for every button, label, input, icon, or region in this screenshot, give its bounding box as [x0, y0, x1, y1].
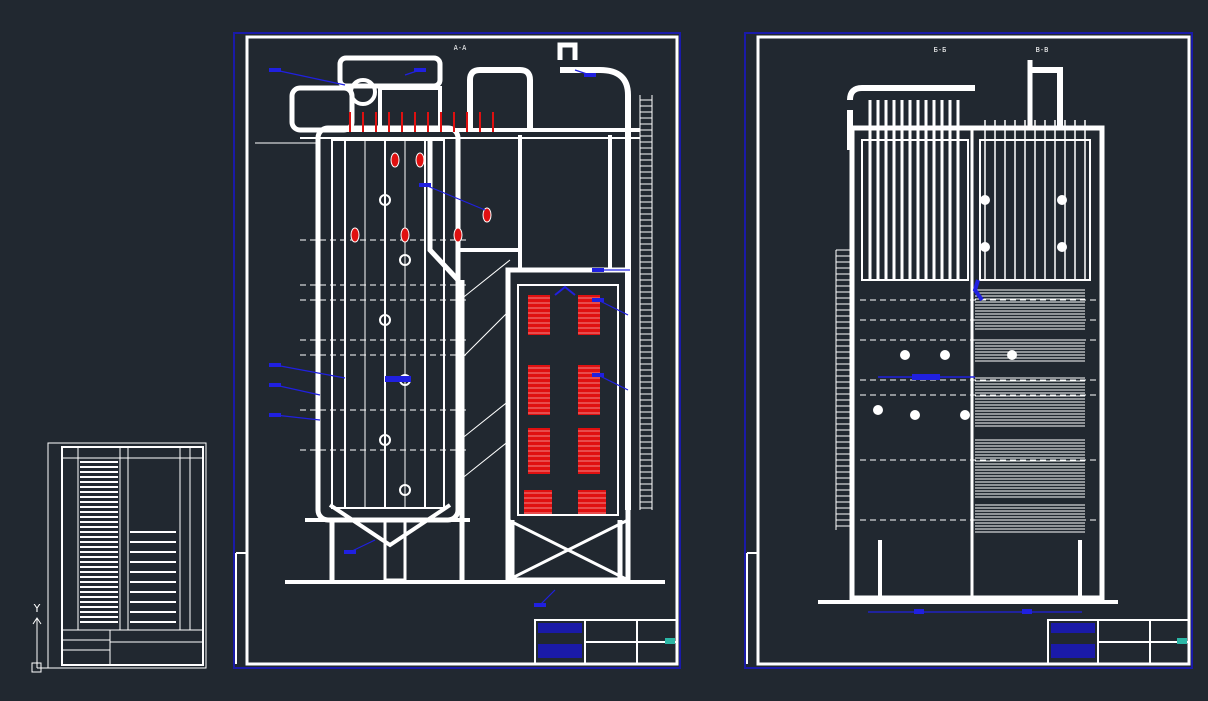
manhole	[980, 195, 990, 205]
title-block-a	[534, 619, 678, 665]
heating-bank	[524, 490, 552, 514]
leader-tag	[914, 609, 924, 614]
red-valve	[390, 152, 400, 168]
ucs-y-label: Y	[33, 602, 41, 615]
leader-tag	[534, 603, 546, 607]
title-block-b	[1047, 619, 1190, 665]
leader-tag	[414, 68, 426, 72]
sheet-section-a-a[interactable]: A-A	[233, 32, 681, 669]
specification-sheet[interactable]	[47, 442, 207, 669]
manhole	[399, 484, 411, 496]
title-block-a-fills	[538, 623, 675, 658]
manhole	[379, 194, 391, 206]
section-label-v-v: В-В	[1036, 46, 1049, 54]
manhole	[960, 410, 970, 420]
sheet-section-b-b[interactable]: Б-Б В-В	[744, 32, 1193, 669]
manhole	[873, 405, 883, 415]
leader-line	[274, 414, 321, 421]
leader-line	[597, 374, 629, 391]
leader-tag	[584, 73, 596, 77]
callout-leaders-b	[868, 279, 1082, 614]
sheet-frame-outer	[233, 32, 681, 669]
leader-tag	[269, 413, 281, 417]
leader-tag	[385, 376, 411, 382]
leader-tag	[912, 374, 940, 380]
boiler-body-b	[818, 60, 1118, 604]
leader-tag	[269, 68, 281, 72]
spec-table-text-lines	[80, 461, 176, 623]
red-valve	[350, 227, 360, 243]
vertical-tubes	[860, 100, 1100, 521]
header-tubes-red	[349, 112, 494, 243]
heating-bank	[578, 295, 600, 335]
heating-surface-banks	[524, 295, 606, 514]
ladder-rungs	[640, 99, 652, 509]
manhole	[1057, 242, 1067, 252]
leader-tag	[419, 183, 431, 187]
leader-tag	[269, 363, 281, 367]
red-valve	[453, 227, 463, 243]
sheet-frame-inner	[245, 35, 679, 666]
manhole	[980, 242, 990, 252]
heating-bank	[578, 365, 600, 415]
leader-tag	[269, 383, 281, 387]
manhole	[399, 254, 411, 266]
leader-tag	[592, 268, 604, 272]
sheet-frame-inner-b	[756, 35, 1191, 666]
support-columns	[285, 280, 665, 584]
ladder-rungs-b	[835, 249, 850, 530]
heating-bank	[578, 490, 606, 514]
title-block-b-fills	[1051, 623, 1187, 658]
heating-bank	[528, 295, 550, 335]
section-label-b-b: Б-Б	[934, 46, 947, 54]
leader-line	[274, 69, 346, 86]
ucs-icon: Y	[31, 602, 88, 673]
leader-line	[274, 384, 321, 396]
leader-arrow	[554, 285, 576, 296]
manhole	[379, 314, 391, 326]
leader-arrow	[972, 279, 984, 302]
top-piping	[255, 42, 640, 510]
section-label-a-a: A-A	[454, 44, 467, 52]
spec-title-block	[61, 629, 204, 666]
sheet-frame-outer-b	[744, 32, 1193, 669]
staircase	[459, 95, 653, 510]
manhole	[910, 410, 920, 420]
callout-leaders	[269, 68, 630, 607]
manhole	[1057, 195, 1067, 205]
leader-line	[597, 299, 629, 316]
leader-line	[424, 184, 486, 211]
leader-line	[274, 364, 346, 379]
leader-tag	[592, 298, 604, 302]
red-valve	[400, 227, 410, 243]
spec-table-rows	[62, 447, 203, 630]
manhole	[940, 350, 950, 360]
manhole	[379, 434, 391, 446]
leader-tag	[344, 550, 356, 554]
coil-banks	[975, 289, 1085, 533]
leader-tag	[1022, 609, 1032, 614]
red-valve	[482, 207, 492, 223]
furnace-dash-lines	[300, 194, 470, 496]
leader-tag	[592, 373, 604, 377]
heating-bank	[528, 365, 550, 415]
manhole	[900, 350, 910, 360]
leader-line	[539, 589, 556, 606]
red-valve	[415, 152, 425, 168]
